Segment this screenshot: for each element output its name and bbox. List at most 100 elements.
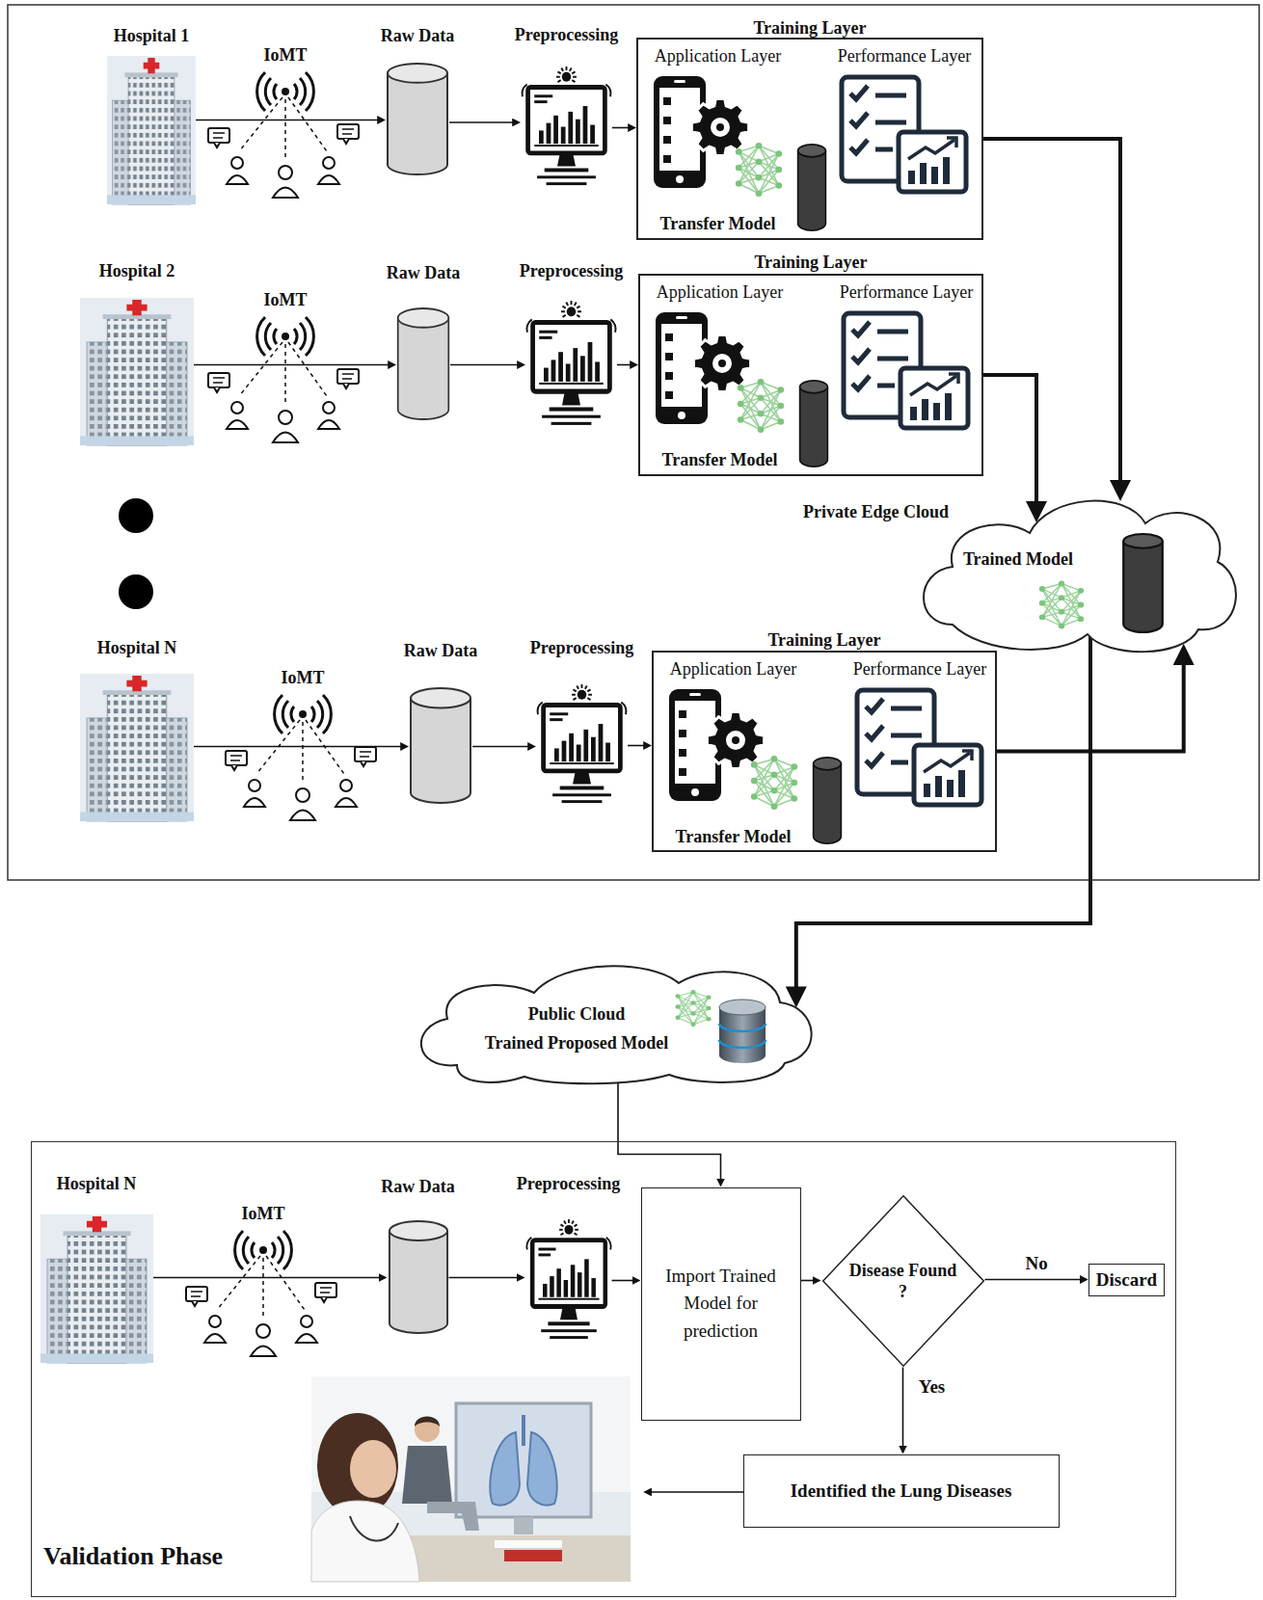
monitor-icon <box>534 100 547 104</box>
iomt-icon <box>186 1231 337 1357</box>
hospital-building <box>107 55 196 205</box>
hospital-building <box>85 1215 107 1232</box>
hospital-label: Hospital N <box>56 1174 137 1194</box>
doctor-photo <box>489 1432 520 1506</box>
monitor-icon <box>565 302 568 306</box>
phone-gear-icon <box>663 97 672 106</box>
monitor-icon <box>538 336 552 340</box>
flow-arrow <box>193 364 392 367</box>
monitor-icon <box>569 67 572 71</box>
database-cylinder: Raw Data <box>387 1219 450 1338</box>
monitor-icon <box>549 762 615 765</box>
phone-gear-icon <box>665 391 673 400</box>
monitor-icon <box>551 422 592 426</box>
phone-gear-icon <box>716 123 725 132</box>
doctor-photo <box>504 1550 563 1562</box>
neural-net-icon <box>1039 586 1046 592</box>
phone-gear-icon <box>691 788 699 797</box>
monitor-icon <box>543 368 549 382</box>
validation-frame: Validation PhaseHospital NRaw DataPrepro… <box>30 1141 1177 1598</box>
hospital-building <box>143 57 161 74</box>
monitor-icon <box>538 130 544 144</box>
iomt-label: IoMT <box>241 1204 286 1224</box>
layer-heading: Application Layer <box>656 281 783 303</box>
dark-cylinder <box>811 756 843 846</box>
training-layer-label: Training Layer <box>752 18 866 38</box>
checklist-icon <box>910 406 917 421</box>
phone-gear-icon <box>678 729 687 738</box>
neural-net-icon <box>1039 600 1046 607</box>
doctor-photo <box>427 1502 480 1532</box>
hospital-node: Hospital N <box>80 673 194 822</box>
neural-net-icon <box>757 410 765 418</box>
dark-cylinder <box>1121 533 1165 635</box>
neural-net-icon <box>738 183 759 193</box>
monitor-icon <box>533 322 611 393</box>
flow-arrow <box>450 364 521 367</box>
monitor-icon <box>572 698 576 700</box>
neural-net-icon <box>755 142 763 150</box>
hospital-building <box>107 318 166 446</box>
raw-data-label: Raw Data <box>386 263 461 283</box>
neural-net-icon <box>1061 591 1081 627</box>
checklist-icon <box>852 322 870 390</box>
monitor-icon <box>605 743 611 763</box>
monitor-icon <box>525 1219 613 1344</box>
checklist-icon <box>931 166 939 185</box>
neural-net-icon <box>774 766 795 807</box>
training-layer-label: Training Layer <box>767 630 881 650</box>
checklist-icon <box>942 157 950 185</box>
database-icon <box>717 997 768 1066</box>
monitor-icon <box>565 363 571 381</box>
monitor-icon <box>573 1233 577 1236</box>
phone-gear-icon <box>689 693 701 697</box>
monitor-icon <box>534 144 599 147</box>
neural-net-icon <box>705 1006 711 1011</box>
training-layer-label: Training Layer <box>753 252 867 272</box>
monitor-icon <box>571 694 576 697</box>
raw-data-label: Raw Data <box>403 641 479 661</box>
monitor-icon <box>560 1224 564 1227</box>
neural-net-icon <box>760 405 781 430</box>
checklist-icon <box>958 770 966 798</box>
preprocessing-label: Preprocessing <box>530 638 634 658</box>
monitor-icon <box>598 724 604 762</box>
checklist-icon <box>910 376 957 396</box>
phone-gear-icon <box>706 711 764 769</box>
flow-arrow <box>153 1277 383 1280</box>
checklist-icon <box>933 403 941 421</box>
layer-heading: Performance Layer <box>853 658 987 680</box>
database-cylinder: Raw Data <box>385 61 450 179</box>
flow-arrow <box>627 745 647 748</box>
checklist-icon <box>946 779 954 798</box>
neural-net-icon <box>757 394 765 402</box>
monitor-icon <box>559 1228 564 1231</box>
neural-net-icon <box>1058 623 1065 630</box>
neural-net-icon <box>737 416 745 424</box>
iomt-label: IoMT <box>264 45 308 65</box>
phone-gear-icon <box>718 359 726 368</box>
training-layer-box: Training LayerApplication LayerTransfer … <box>638 273 984 477</box>
application-layer: Application LayerTransfer Model <box>643 43 793 237</box>
monitor-icon <box>549 406 594 411</box>
neural-net-icon <box>1042 617 1062 626</box>
monitor-icon <box>556 1268 562 1298</box>
phone-gear-icon <box>666 687 773 804</box>
monitor-icon <box>577 1272 583 1298</box>
neural-net-icon <box>705 995 711 1000</box>
raw-data-cylinder <box>385 61 450 179</box>
cloud-outline <box>421 966 812 1084</box>
hospital-building <box>80 673 194 822</box>
monitor-icon <box>584 1259 590 1297</box>
monitor-icon <box>562 391 581 405</box>
monitor-icon <box>537 1253 551 1257</box>
neural-net-icon <box>757 378 765 386</box>
raw-data-cylinder <box>387 1219 450 1338</box>
hospital-building <box>107 318 166 446</box>
doctor-photo <box>513 1517 534 1535</box>
dark-cylinder <box>798 150 827 231</box>
monitor-icon <box>546 123 552 144</box>
neural-net-icon <box>771 787 779 795</box>
phone-gear-icon <box>675 316 688 320</box>
doctor-photo <box>311 1376 631 1583</box>
